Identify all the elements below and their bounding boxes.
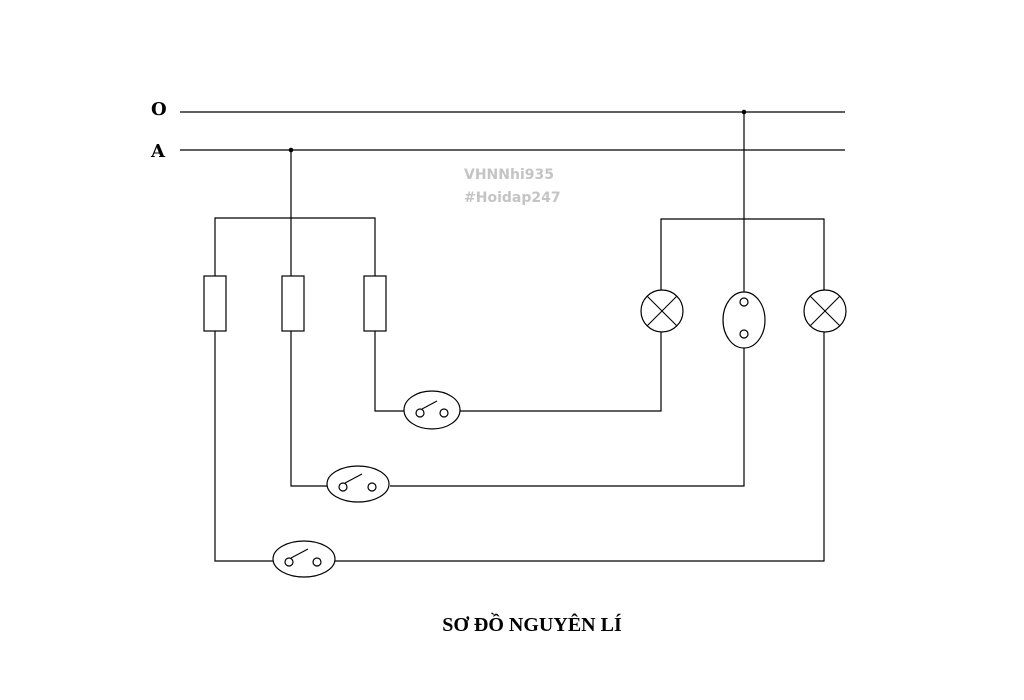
switch-3 (272, 540, 336, 578)
neutral-line-label: O (151, 99, 167, 120)
switch-2 (326, 465, 390, 503)
power-socket (722, 291, 766, 349)
lamp-2 (803, 289, 847, 333)
watermark-line-1: VHNNhi935 (464, 167, 554, 183)
diagram-title: SƠ ĐỒ NGUYÊN LÍ (442, 614, 622, 636)
fuse-3 (363, 275, 387, 332)
circuit-1-wire-out (459, 332, 662, 412)
watermark: VHNNhi935 #Hoidap247 (464, 164, 561, 210)
circuit-3-wire-out (335, 332, 825, 562)
fuse-1 (203, 275, 227, 332)
lamp-1 (640, 289, 684, 333)
circuit-2-wire-out (390, 348, 745, 487)
fuse-2 (281, 275, 305, 332)
circuit-3-wire-in (214, 331, 273, 562)
phase-line-label: A (150, 141, 166, 162)
circuit-2-wire-in (290, 331, 328, 487)
circuit-1-wire-in (374, 331, 405, 412)
switch-1 (403, 390, 461, 430)
fuse-bus-wire (214, 217, 376, 276)
load-bus-wire (660, 218, 825, 290)
watermark-line-2: #Hoidap247 (464, 190, 561, 206)
